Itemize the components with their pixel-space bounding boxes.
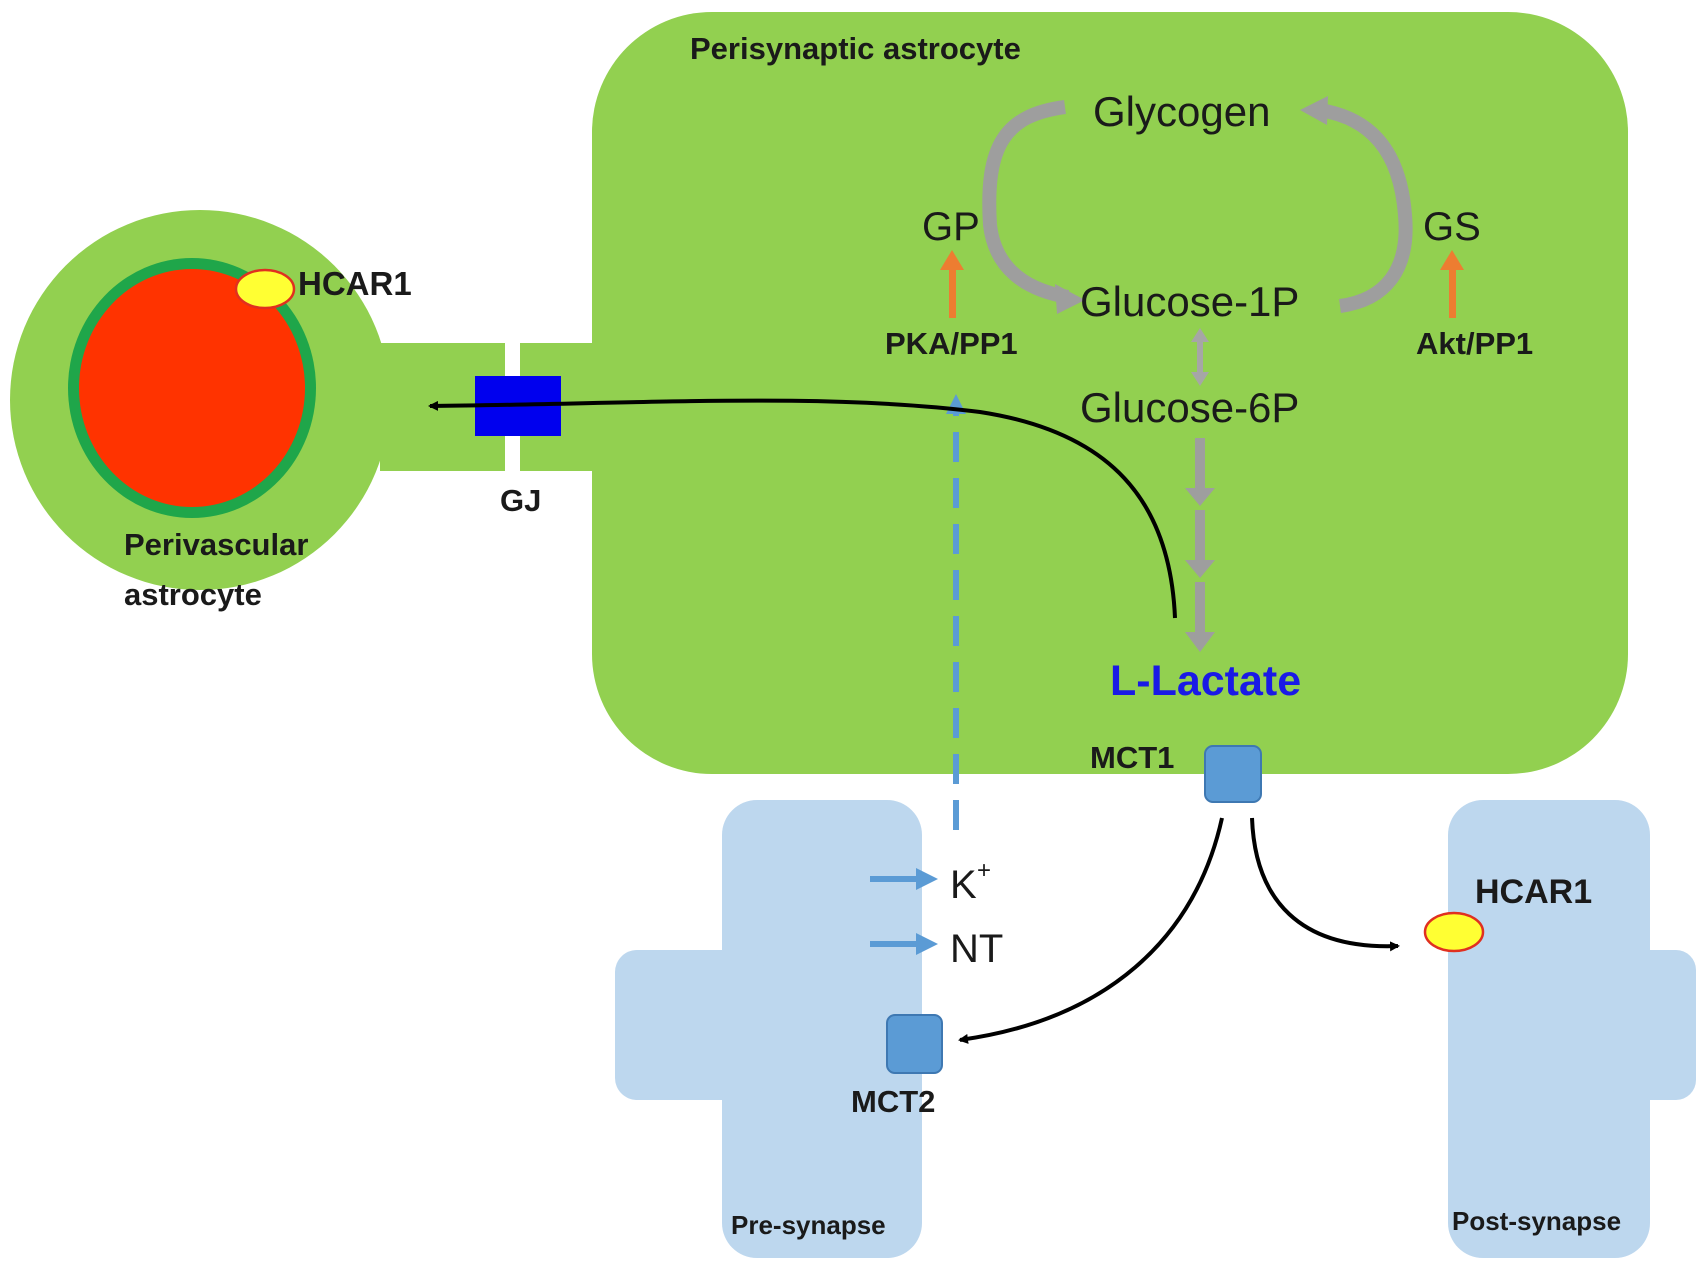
k-superscript: + bbox=[977, 857, 991, 884]
akt-pp1-label: Akt/PP1 bbox=[1416, 326, 1533, 361]
pre-synapse-body bbox=[722, 800, 922, 1258]
k-input-arrow bbox=[870, 868, 938, 890]
pka-pp1-label: PKA/PP1 bbox=[885, 326, 1018, 361]
mct2-transporter bbox=[886, 1014, 943, 1074]
mct1-to-hcar1-arrow bbox=[1250, 817, 1400, 952]
perivascular-label-line1: Perivascular bbox=[124, 527, 308, 562]
perivascular-label-line2: astrocyte bbox=[124, 577, 262, 612]
nt-label: NT bbox=[950, 927, 1003, 971]
perisynaptic-astrocyte bbox=[520, 12, 1628, 774]
blood-vessel bbox=[79, 269, 305, 507]
glycogen-cycle bbox=[982, 96, 1413, 314]
lactate-to-perivascular-arrow bbox=[428, 398, 1177, 619]
pre-synapse-bouton bbox=[615, 950, 765, 1100]
perisynaptic-astrocyte-label: Perisynaptic astrocyte bbox=[690, 31, 1021, 66]
post-synapse-spine bbox=[1610, 950, 1696, 1100]
hcar1-perivascular-label: HCAR1 bbox=[298, 265, 412, 302]
perisynaptic-astrocyte-body bbox=[592, 12, 1628, 774]
l-lactate-label: L-Lactate bbox=[1110, 657, 1301, 705]
hcar1-receptor-post bbox=[1423, 911, 1485, 953]
pka-arrow-shaft bbox=[949, 268, 956, 318]
nt-input-arrow bbox=[870, 933, 938, 955]
g1p-g6p-arrow bbox=[1191, 328, 1209, 386]
akt-arrowhead bbox=[1440, 250, 1464, 270]
post-synapse bbox=[1448, 800, 1696, 1258]
glycogenolysis-arrowhead bbox=[1055, 284, 1085, 314]
glucose-6p-label: Glucose-6P bbox=[1080, 384, 1299, 431]
glucose-1p-label: Glucose-1P bbox=[1080, 278, 1299, 325]
hcar1-post-label: HCAR1 bbox=[1475, 873, 1592, 911]
mct1-to-mct2-arrow bbox=[958, 817, 1224, 1044]
mct1-label: MCT1 bbox=[1090, 740, 1174, 775]
pre-synapse-label: Pre-synapse bbox=[731, 1210, 886, 1240]
glycolysis-arrows bbox=[1185, 438, 1215, 652]
perivascular-astrocyte bbox=[10, 210, 505, 590]
mct2-label: MCT2 bbox=[851, 1084, 935, 1119]
pka-arrowhead bbox=[940, 250, 964, 270]
post-synapse-body bbox=[1448, 800, 1650, 1258]
regulator-arrows bbox=[940, 250, 1464, 318]
mct1-transporter bbox=[1204, 745, 1262, 803]
gp-label: GP bbox=[922, 205, 980, 249]
akt-arrow-shaft bbox=[1449, 268, 1456, 318]
hcar1-receptor-perivascular bbox=[234, 268, 296, 310]
glycogenesis-arrow bbox=[1318, 103, 1413, 313]
gs-label: GS bbox=[1423, 205, 1481, 249]
pre-synapse bbox=[615, 800, 922, 1258]
post-synapse-label: Post-synapse bbox=[1452, 1206, 1621, 1236]
glycogen-label: Glycogen bbox=[1093, 88, 1270, 135]
glycogenesis-arrowhead bbox=[1300, 96, 1328, 125]
gj-label: GJ bbox=[500, 483, 541, 518]
k-label: K bbox=[950, 863, 977, 907]
glycogenolysis-arrow bbox=[982, 100, 1070, 304]
